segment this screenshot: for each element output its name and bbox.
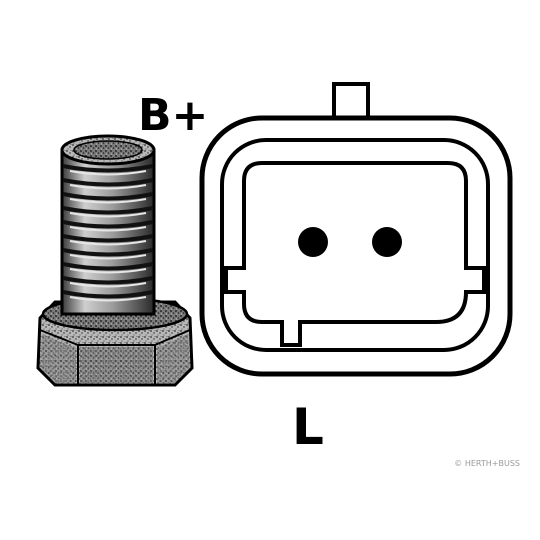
thread-ring [62, 206, 154, 215]
connector-pin-2 [372, 227, 402, 257]
thread-ring [62, 276, 154, 285]
thread-ring [62, 164, 154, 173]
thread-ring [62, 262, 154, 271]
terminal-bolt [36, 134, 194, 387]
thread-highlight [69, 170, 147, 176]
thread-highlight [69, 296, 147, 302]
thread-ring [62, 192, 154, 201]
connector-pin-1 [298, 227, 328, 257]
plug-connector [199, 82, 513, 377]
threaded-shank [60, 134, 156, 316]
plug-terminal-label: L [292, 398, 324, 456]
thread-highlight [69, 212, 147, 218]
brand-watermark: © HERTH+BUSS [454, 459, 520, 468]
thread-highlight [69, 254, 147, 260]
locking-tab [332, 82, 370, 122]
thread-ring [62, 290, 154, 299]
thread-highlight [69, 198, 147, 204]
connector-cavity [224, 161, 486, 347]
thread-highlight [69, 226, 147, 232]
bolt-terminal-label: B+ [138, 90, 208, 141]
thread-ring [62, 248, 154, 257]
thread-ring [62, 234, 154, 243]
thread-highlight [69, 240, 147, 246]
thread-rings [62, 164, 154, 302]
thread-highlight [69, 268, 147, 274]
thread-ring [62, 178, 154, 187]
thread-highlight [69, 282, 147, 288]
thread-ring [62, 220, 154, 229]
thread-highlight [69, 184, 147, 190]
